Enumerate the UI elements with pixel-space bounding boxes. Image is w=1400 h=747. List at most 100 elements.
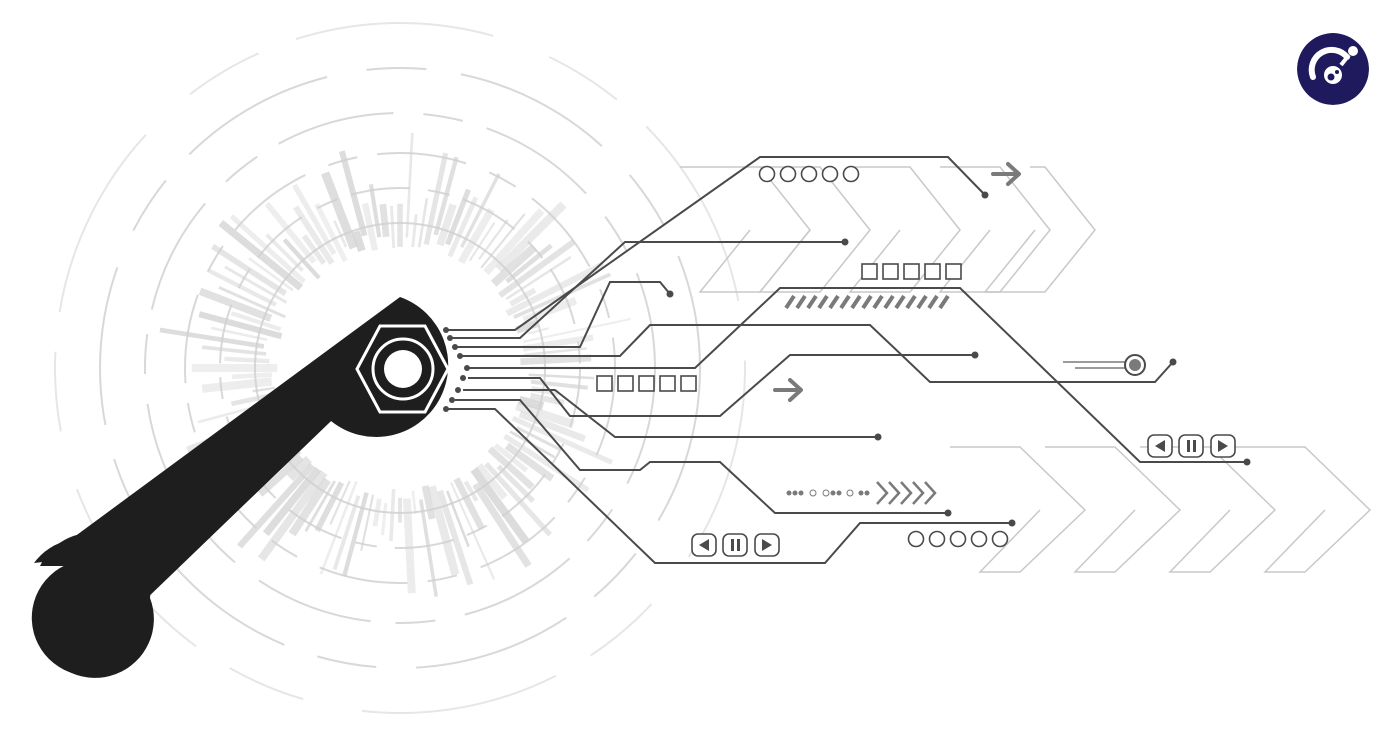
target-icon — [1063, 354, 1146, 376]
chevron-arrows-bottom-icon — [950, 446, 1372, 573]
radial-tick — [433, 156, 459, 236]
radial-tick — [411, 490, 417, 515]
radial-tick — [319, 481, 358, 575]
radial-tick — [262, 466, 322, 537]
radial-tick — [329, 480, 351, 525]
radial-tick — [476, 463, 508, 500]
radial-tick — [436, 203, 457, 247]
radial-tick — [423, 152, 449, 246]
radial-tick — [368, 184, 382, 238]
hatch-stripe — [784, 294, 796, 310]
radial-tick — [201, 345, 267, 356]
radial-tick — [402, 498, 416, 594]
circle-row-bottom — [907, 530, 1009, 548]
radial-tick — [524, 347, 587, 357]
radial-tick — [498, 239, 576, 298]
radial-tick — [509, 287, 537, 307]
radial-tick — [361, 202, 379, 251]
square-row-middle — [596, 375, 697, 392]
radial-tick — [332, 495, 361, 571]
radial-tick — [286, 455, 313, 482]
radial-tick — [257, 454, 304, 497]
radial-tick — [380, 502, 388, 536]
radial-tick — [342, 492, 369, 577]
radial-tick — [480, 213, 526, 269]
radial-tick — [419, 499, 438, 597]
radial-tick — [505, 261, 605, 317]
radial-tick — [427, 485, 460, 576]
radial-tick — [495, 201, 567, 273]
radial-tick — [360, 494, 375, 552]
radial-tick — [198, 311, 283, 340]
radial-tick — [282, 238, 321, 280]
dot-sequence — [786, 489, 870, 497]
radial-tick — [301, 234, 327, 266]
radial-tick — [437, 489, 474, 586]
radial-tick — [528, 327, 549, 335]
radial-tick — [417, 198, 429, 248]
radial-tick — [518, 410, 586, 443]
radial-tick — [468, 221, 496, 262]
radial-tick — [229, 214, 306, 284]
hatch-stripe — [916, 294, 928, 310]
hatch-stripe — [861, 294, 873, 310]
arrow-right-icon — [773, 162, 1021, 402]
radial-tick — [470, 467, 530, 544]
radial-tick — [405, 132, 414, 238]
radial-tick — [484, 461, 552, 537]
media-next-icon — [762, 539, 772, 551]
radial-tick — [224, 265, 288, 304]
radial-tick — [504, 442, 555, 482]
hatch-stripe — [927, 294, 939, 310]
hatch-stripe — [817, 294, 829, 310]
radial-tick — [511, 415, 614, 465]
radial-tick — [237, 463, 315, 549]
radial-tick — [252, 386, 276, 393]
radial-tick — [528, 373, 595, 380]
radial-tick — [230, 311, 282, 332]
radial-tick — [472, 482, 532, 568]
radial-tick — [390, 205, 396, 248]
radial-tick — [478, 219, 509, 260]
radial-tick — [321, 171, 358, 250]
radial-tick — [503, 433, 590, 493]
radial-tick — [248, 257, 294, 292]
radial-tick — [379, 203, 390, 238]
square-row-top — [861, 263, 962, 280]
radial-tick — [457, 207, 495, 265]
radial-tick — [210, 326, 268, 341]
radial-tick — [198, 287, 273, 322]
radial-tick — [218, 286, 286, 319]
radial-tick — [493, 443, 529, 473]
hatch-stripe — [806, 294, 818, 310]
media-previous-icon — [699, 539, 709, 551]
hatch-stripe — [905, 294, 917, 310]
radial-tick — [444, 188, 471, 246]
radial-tick — [496, 464, 535, 503]
radial-tick — [483, 208, 545, 275]
radial-tick — [201, 377, 273, 393]
radial-tick — [224, 356, 270, 364]
radial-tick — [351, 230, 366, 252]
chevron-arrows-icon — [876, 481, 937, 505]
radial-tick — [450, 482, 496, 580]
radial-tick — [218, 220, 304, 291]
radial-tick — [445, 490, 470, 548]
radial-tick — [211, 243, 288, 297]
radial-tick — [257, 470, 328, 562]
circuit-lines — [448, 156, 1247, 564]
hatch-stripe — [938, 294, 950, 310]
radial-tick — [453, 477, 485, 530]
hatch-stripe — [850, 294, 862, 310]
radial-tick — [314, 203, 348, 263]
radial-tick — [421, 485, 436, 520]
hatch-stripe — [872, 294, 884, 310]
radial-tick — [264, 201, 317, 264]
hatch-stripe — [894, 294, 906, 310]
radial-tick — [292, 183, 337, 256]
media-controls-right — [1147, 434, 1236, 458]
radial-tick — [522, 317, 631, 343]
radial-tick — [463, 480, 479, 502]
circle-row-top — [758, 165, 860, 183]
radial-tick — [520, 354, 592, 366]
